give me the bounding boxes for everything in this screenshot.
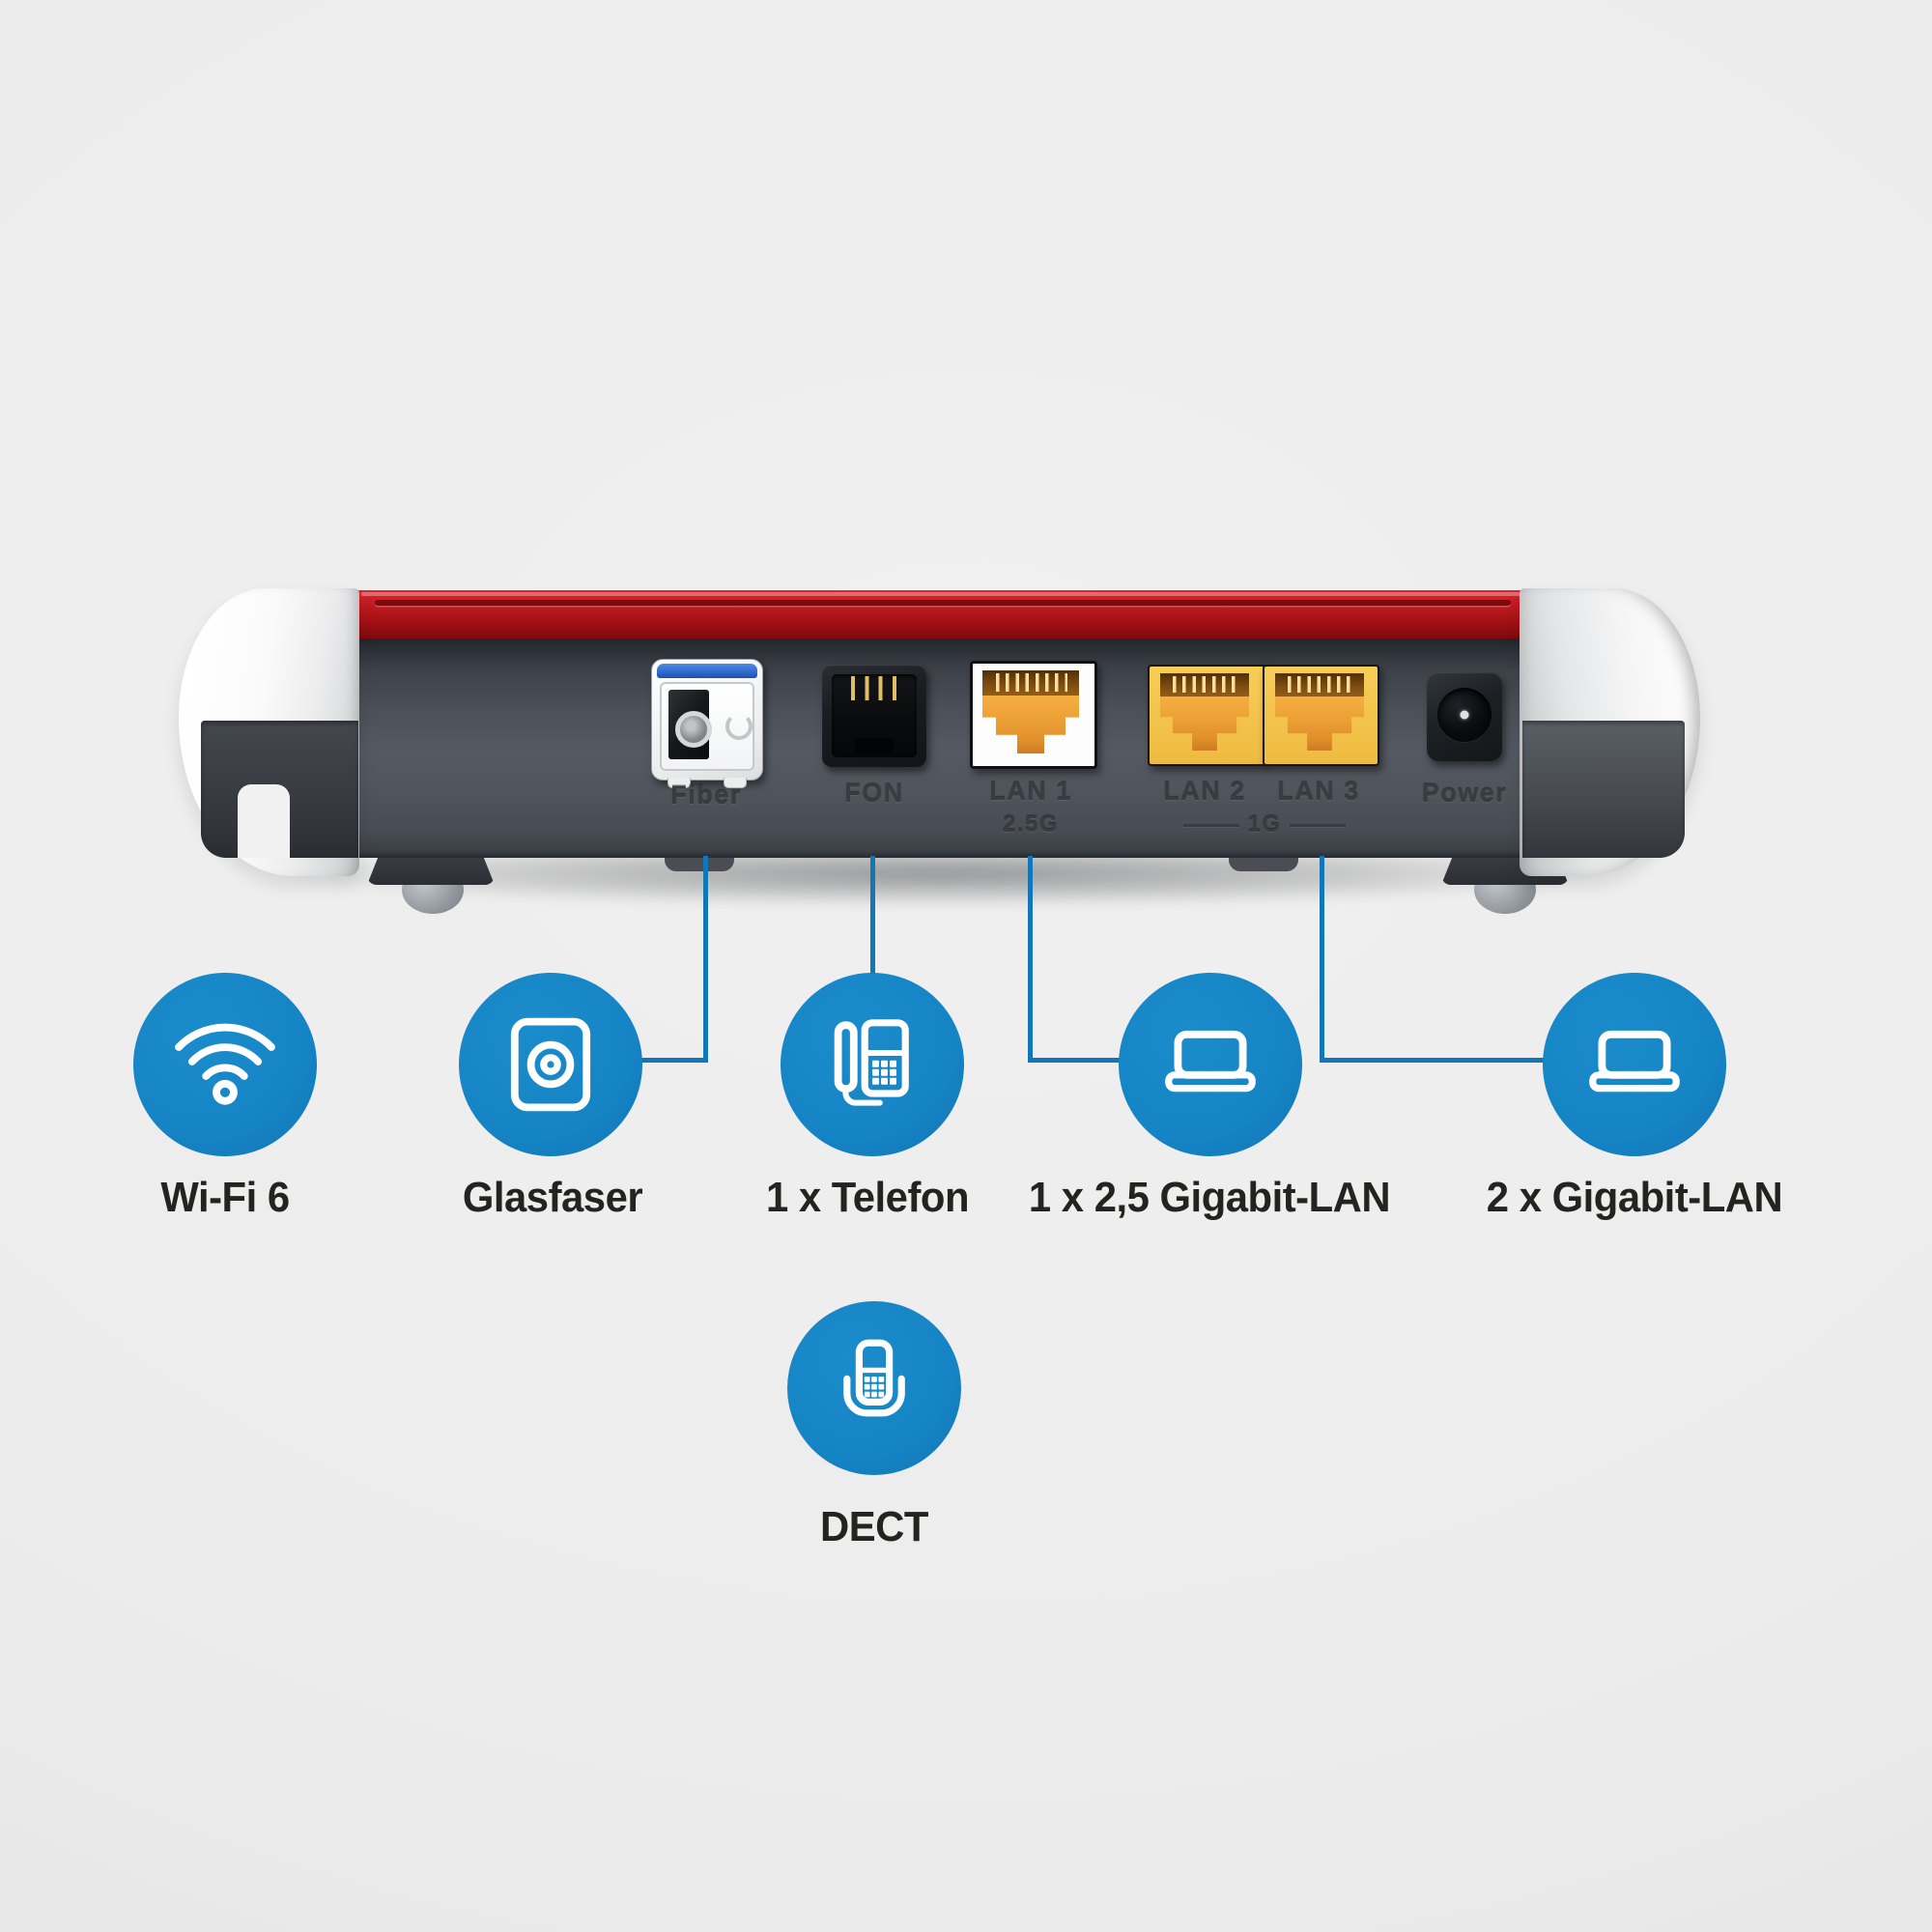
rj11-notch: [855, 738, 894, 753]
rj11-pins: [851, 676, 896, 700]
fon-port-label: FON: [844, 779, 904, 808]
rj11-cavity: [832, 674, 917, 757]
router-left-side-panel: [201, 721, 358, 858]
power-port: [1427, 672, 1502, 761]
rj45-body: [1160, 696, 1249, 751]
router-rear-foot: [665, 856, 734, 871]
connector-lan23-horizontal: [1320, 1058, 1547, 1063]
feature-badge-gigabit1: [1543, 973, 1726, 1156]
feature-badge-glasfaser: [459, 973, 642, 1156]
feature-badge-telefon: [781, 973, 964, 1156]
connector-fon-vertical: [870, 856, 875, 978]
fiber-ferrule: [675, 711, 712, 748]
feature-label-telefon: 1 x Telefon: [765, 1174, 970, 1221]
connector-fiber-vertical: [703, 856, 708, 1061]
lan1-port: [970, 661, 1097, 769]
fiber-module-tab: [724, 778, 747, 788]
fiber-latch-notch: [725, 713, 753, 740]
dc-jack-pin: [1460, 710, 1469, 720]
lan3-port: [1263, 665, 1379, 766]
laptop-icon: [1589, 1030, 1680, 1093]
fiber-module-tab: [668, 778, 691, 788]
feature-label-gigabit25: 1 x 2,5 Gigabit-LAN: [1028, 1174, 1391, 1221]
fiber-port-label: Fiber: [670, 781, 742, 810]
fiber-wall-socket-icon: [510, 1017, 591, 1112]
rj45-jack: [1160, 673, 1249, 751]
rj45-body: [982, 695, 1079, 753]
connector-lan1-horizontal: [1028, 1058, 1122, 1063]
feature-label-glasfaser: Glasfaser: [462, 1174, 643, 1221]
feature-label-dect: DECT: [820, 1503, 928, 1550]
router-drop-shadow: [290, 852, 1594, 906]
router-foot-left: [367, 856, 495, 885]
rj45-pins: [1275, 673, 1364, 696]
lan1-port-label: LAN 1: [989, 777, 1072, 806]
lan2-port: [1148, 665, 1266, 766]
router-right-side-panel: [1522, 721, 1685, 858]
router-red-top-band: [340, 590, 1546, 639]
feature-badge-wifi: [133, 973, 317, 1156]
desk-phone-icon: [834, 1019, 909, 1106]
wifi-icon: [175, 1023, 275, 1105]
laptop-icon: [1165, 1030, 1256, 1093]
fon-port: [822, 665, 926, 767]
feature-label-wifi: Wi-Fi 6: [160, 1174, 290, 1221]
feature-badge-gigabit25: [1119, 973, 1302, 1156]
lan2-port-label: LAN 2: [1163, 777, 1246, 806]
dc-jack: [1437, 688, 1492, 742]
lan-group-speed-label: 1G: [1155, 811, 1374, 838]
power-port-label: Power: [1421, 779, 1508, 808]
fiber-connector-blue-latch: [657, 664, 757, 678]
feature-badge-dect: [787, 1301, 961, 1475]
rj45-pins: [982, 670, 1079, 696]
fiber-port: [651, 659, 763, 788]
router-rear-foot: [1229, 856, 1298, 871]
dash-line: [1183, 823, 1240, 827]
connector-lan1-vertical: [1028, 856, 1033, 1061]
rj45-jack: [1275, 673, 1364, 751]
feature-label-gigabit1: 2 x Gigabit-LAN: [1486, 1174, 1783, 1221]
connector-lan23-vertical: [1320, 856, 1324, 1061]
dash-line: [1289, 823, 1346, 827]
rj45-jack: [982, 670, 1079, 753]
cordless-phone-icon: [843, 1339, 905, 1417]
cable-notch: [238, 784, 290, 858]
rj45-pins: [1160, 673, 1249, 696]
lan1-speed-label: 2.5G: [1002, 811, 1060, 838]
connector-fiber-horizontal: [640, 1058, 708, 1063]
rj45-body: [1275, 696, 1364, 751]
lan3-port-label: LAN 3: [1277, 777, 1360, 806]
